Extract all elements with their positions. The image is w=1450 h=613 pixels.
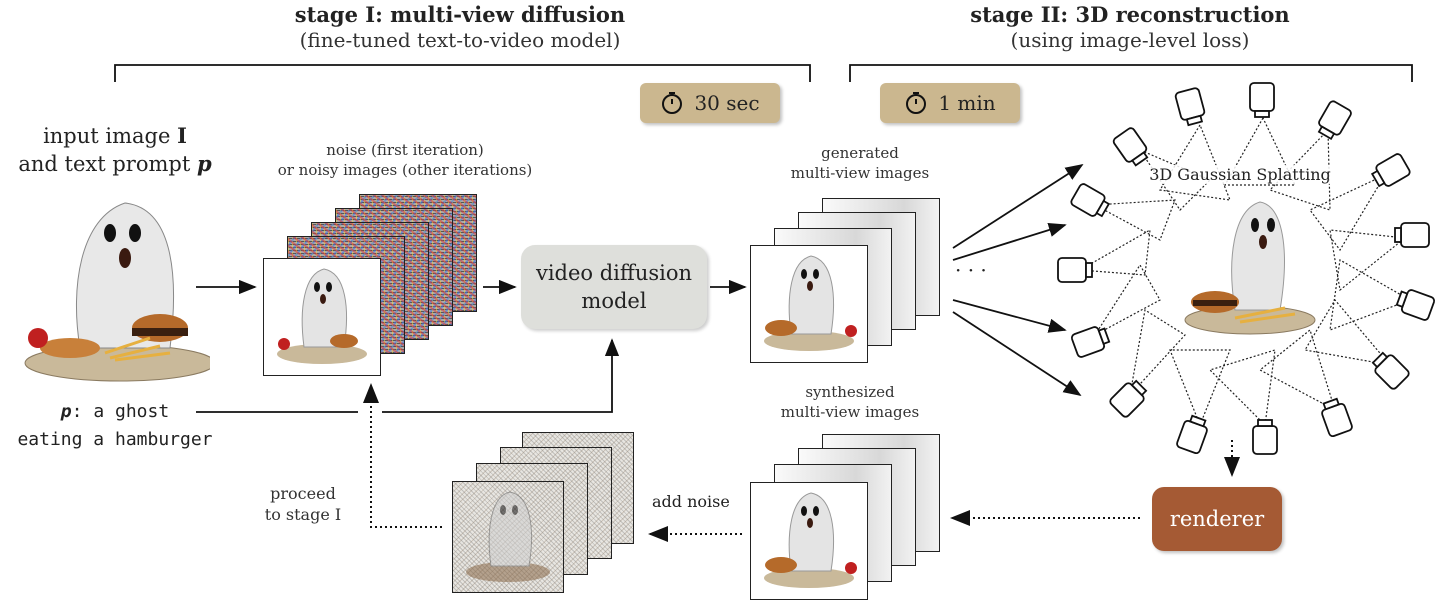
arrow-fan-3: [952, 299, 1067, 333]
camera-ring: [1057, 82, 1436, 455]
stage1-title: stage I: multi-view diffusion: [294, 2, 626, 27]
input-ghost-image: [24, 202, 210, 382]
stage2-title: stage II: 3D reconstruction: [970, 2, 1290, 27]
prompt-text: p: a ghost eating a hamburger: [0, 398, 230, 454]
noisy-front-card: [452, 481, 564, 593]
stopwatch-icon: [906, 92, 927, 114]
video-model-line2: model: [581, 289, 647, 313]
input-symbol-p: p: [196, 151, 212, 176]
input-view-card: [263, 258, 381, 376]
prompt-line2: eating a hamburger: [17, 429, 213, 450]
noisy-ghost-thumbnail: [466, 491, 550, 582]
prompt-line1: : a ghost: [71, 401, 170, 422]
add-noise-label: add noise: [652, 492, 730, 511]
generated-label-line2: multi-view images: [790, 164, 930, 182]
proceed-label: proceed to stage I: [248, 483, 358, 525]
arrow-proceed-to-stage1: [363, 383, 442, 528]
stage1-subtitle: (fine-tuned text-to-video model): [299, 28, 621, 52]
stage2-subtitle: (using image-level loss): [1010, 28, 1250, 52]
synth-label: synthesized multi-view images: [750, 382, 950, 422]
input-symbol-I: I: [177, 123, 187, 148]
gs-ghost-image: [1184, 201, 1316, 335]
generated-label-line1: generated: [821, 144, 899, 162]
renderer-box: renderer: [1152, 487, 1282, 551]
video-diffusion-model-box: video diffusion model: [521, 245, 707, 329]
timer-stage2: 1 min: [880, 83, 1020, 123]
noise-label: noise (first iteration) or noisy images …: [240, 140, 570, 180]
proceed-line2: to stage I: [264, 505, 342, 524]
input-label-line1: input image: [43, 124, 178, 148]
synth-front-card: [750, 482, 868, 600]
timer-stage1: 30 sec: [640, 83, 780, 123]
timer-stage1-label: 30 sec: [694, 91, 760, 115]
arrow-prompt-to-model: [196, 340, 612, 413]
arrow-fan-1: [952, 164, 1084, 249]
arrow-fan-4: [952, 311, 1082, 396]
gaussian-splatting-label: 3D Gaussian Splatting: [1145, 165, 1335, 184]
input-label-line2: and text prompt: [18, 152, 197, 176]
stage2-bracket: [849, 64, 1413, 82]
generated-label: generated multi-view images: [760, 143, 960, 183]
arrow-fan-2: [952, 222, 1067, 261]
noise-label-line1: noise (first iteration): [326, 141, 484, 159]
stopwatch-icon: [662, 92, 683, 114]
ellipsis: · · ·: [955, 258, 987, 282]
timer-stage2-label: 1 min: [938, 91, 996, 115]
ghost-thumbnail: [277, 268, 367, 364]
stage1-bracket: [114, 64, 811, 82]
noise-label-line2: or noisy images (other iterations): [277, 161, 533, 179]
synth-label-line1: synthesized: [805, 383, 895, 401]
generated-front-card: [750, 245, 868, 363]
prompt-symbol: p: [60, 401, 72, 422]
ghost-thumbnail: [764, 492, 857, 588]
video-model-line1: video diffusion: [535, 261, 693, 285]
ghost-thumbnail: [764, 255, 857, 351]
proceed-line1: proceed: [270, 484, 336, 503]
synth-label-line2: multi-view images: [780, 403, 920, 421]
input-label: input image I and text prompt p: [10, 122, 220, 178]
